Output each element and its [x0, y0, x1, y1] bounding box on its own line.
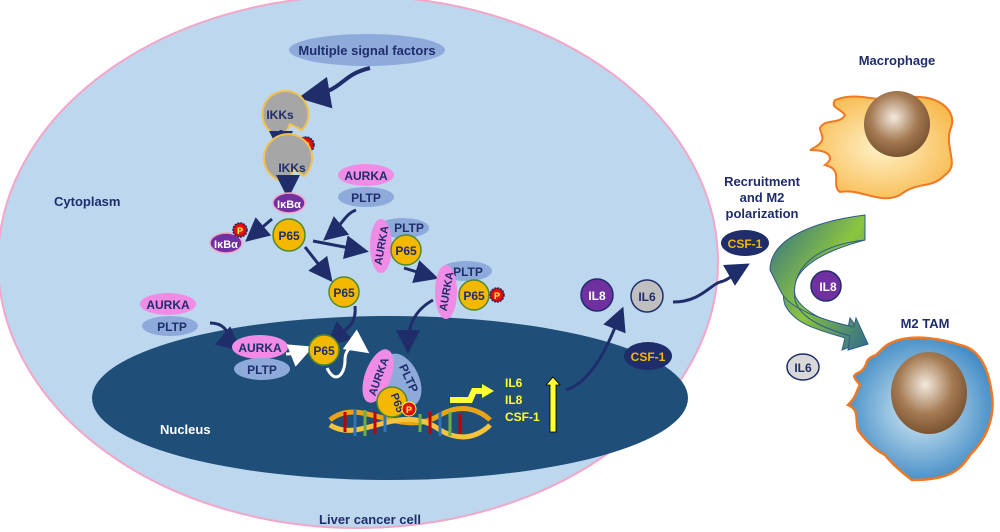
ikks-2: [263, 133, 314, 184]
cell-label: Liver cancer cell: [319, 512, 421, 527]
p65-nucleus-label: P65: [313, 344, 335, 358]
upregulation-arrow: [545, 376, 561, 433]
pltp-complex1-label: PLTP: [394, 221, 424, 235]
ikks-1: [261, 90, 310, 139]
aurka-top: [338, 164, 394, 186]
gene-il8: IL8: [505, 393, 523, 407]
ikks-2-label: IKKs: [278, 161, 306, 175]
csf1-extracellular-label: CSF-1: [728, 237, 763, 251]
arrow-ikba-release: [245, 217, 273, 242]
m2tam-label: M2 TAM: [901, 316, 950, 331]
p65-free-label: P65: [333, 286, 355, 300]
arrow-to-macrophage: [672, 263, 750, 304]
gene-il6: IL6: [505, 376, 523, 390]
aurka-top-label: AURKA: [344, 169, 388, 183]
cytoplasm-label: Cytoplasm: [54, 194, 120, 209]
il8-extracellular: [810, 270, 842, 302]
arrow-pltp: [323, 208, 357, 241]
p65-complex1-label: P65: [395, 244, 417, 258]
arrow-signal-to-ikks: [298, 66, 371, 109]
il6-cell-label: IL6: [638, 290, 656, 304]
csf1-extracellular: [721, 230, 769, 256]
phospho-icon: [232, 222, 248, 238]
arrow-into-nucleus: [396, 298, 434, 354]
pltp-left: [142, 316, 198, 336]
aurka-nucleus-label: AURKA: [238, 341, 282, 355]
pltp-nucleus-label: PLTP: [247, 363, 277, 377]
p65-free: [328, 276, 360, 308]
arrow-p65-nucleus: [326, 305, 357, 346]
il8-cell: [580, 278, 614, 312]
phospho-icon: [489, 287, 505, 303]
macrophage-label: Macrophage: [859, 53, 936, 68]
arrow-aurka-nucleus: [209, 321, 241, 351]
arrow-p65-free: [303, 246, 333, 283]
arrow-p65-complex: [312, 235, 369, 259]
ikks-1-label: IKKs: [266, 108, 294, 122]
p65-label: P65: [278, 229, 300, 243]
p65-complex2: [458, 279, 490, 311]
il8-extracellular-label: IL8: [819, 280, 837, 294]
phospho-label: P: [406, 405, 412, 415]
arrow-white: [285, 344, 314, 367]
aurka-complex2: [435, 265, 457, 319]
aurka-nucleus: [232, 335, 288, 359]
p65-nucleus: [308, 334, 340, 366]
signal-factors-label: Multiple signal factors: [298, 43, 435, 58]
macrophage-nucleus: [864, 91, 930, 157]
polarization-arrow-body: [769, 214, 869, 351]
aurka-left: [140, 293, 196, 315]
phospho-icon: [401, 401, 417, 417]
recruitment-label-3: polarization: [726, 206, 799, 221]
pltp-top: [338, 187, 394, 207]
il6-extracellular: [786, 353, 820, 381]
csf1-cell: [624, 342, 672, 370]
ikba-label: IκBα: [277, 199, 301, 211]
arrow-secretion: [565, 306, 626, 392]
phospho-label: P: [237, 226, 243, 236]
ikba-phospho-label: IκBα: [214, 239, 238, 251]
transcription-arrow: [450, 384, 494, 403]
il6-extracellular-label: IL6: [794, 361, 812, 375]
recruitment-label-2: and M2: [740, 190, 785, 205]
aurka-left-label: AURKA: [146, 298, 190, 312]
il8-cell-label: IL8: [588, 289, 606, 303]
signal-factors-ellipse: [289, 34, 445, 66]
recruitment-label: Recruitment: [724, 174, 801, 189]
ikba-complex: [272, 192, 306, 214]
csf1-cell-label: CSF-1: [631, 350, 666, 364]
pltp-complex2-label: PLTP: [453, 265, 483, 279]
dna-helix: [328, 406, 492, 440]
arrow-complex-phospho: [403, 260, 439, 284]
il6-cell: [630, 279, 664, 313]
gene-csf1: CSF-1: [505, 410, 540, 424]
pltp-top-label: PLTP: [351, 191, 381, 205]
ikba-phospho: [209, 232, 243, 254]
p65-complex2-label: P65: [463, 289, 485, 303]
phospho-label: P: [494, 291, 500, 301]
nucleus-label: Nucleus: [160, 422, 211, 437]
m2tam-nucleus: [891, 352, 967, 434]
pltp-left-label: PLTP: [157, 320, 187, 334]
p65-complex1: [390, 234, 422, 266]
arrow-white-wavy: [325, 329, 370, 379]
pltp-nucleus: [234, 358, 290, 380]
p65-complex: [272, 218, 306, 252]
aurka-complex1: [370, 219, 392, 273]
